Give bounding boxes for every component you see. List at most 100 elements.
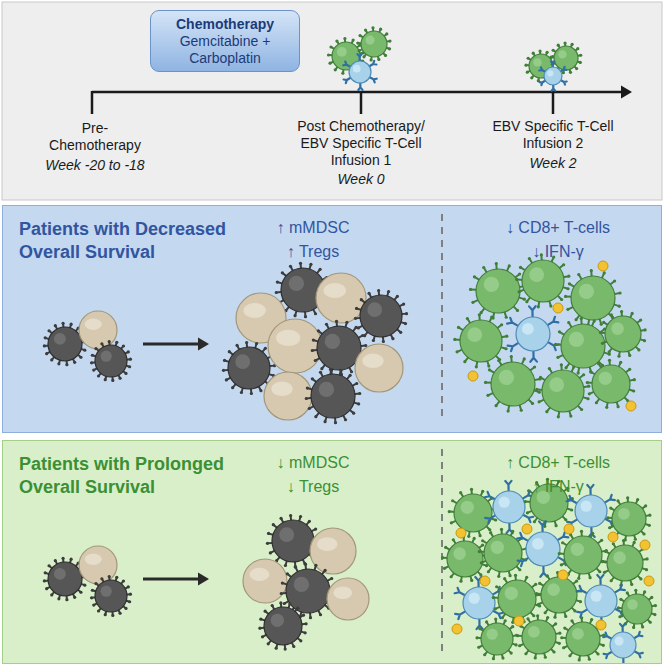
spike-tip [481,539,484,542]
spike-tip [79,591,82,594]
cell [453,313,508,368]
spike-tip [602,321,605,324]
antibody-receptor [577,586,587,594]
cell [507,306,559,362]
cell [316,273,366,323]
spike-tip [634,589,637,592]
spike-tip [44,571,47,574]
spike-tip [523,357,526,360]
spike-tip [514,574,517,577]
ifn-gamma-dot [626,401,636,411]
antibody-receptor [539,67,545,71]
spike-tip [269,551,272,554]
spike-tip [532,614,535,617]
spike-tip [488,368,491,371]
spike-tip [632,626,635,629]
spike-tip [505,316,508,319]
spike-tip [57,597,60,600]
cell-shine [276,330,300,346]
marker-change: ↓ Tregs [253,477,373,497]
cell [577,575,626,627]
spike-tip [580,317,583,320]
spike-tip [448,510,451,513]
cell [356,26,391,61]
cell [558,530,608,580]
spike-tip [302,614,305,617]
spike-tip [516,634,519,637]
spike-tip [469,288,472,291]
spike-tip [223,359,226,362]
timepoint-label: Post Chemotherapy/ EBV Specific T-Cell I… [286,118,436,168]
spike-tip [349,374,352,377]
cell [305,368,362,425]
mdsc-cell [48,327,82,361]
antibody-receptor [357,54,361,61]
cell [640,540,650,550]
spike-tip [478,627,481,630]
cell-shine [101,351,112,362]
timepoint-label: EBV Specific T-Cell Infusion 2 [491,118,615,152]
spike-tip [283,602,286,605]
spike-tip [616,499,619,502]
mdsc-cell [360,295,402,337]
marker-change: ↑ CD8+ T-cells [483,453,633,473]
spike-tip [122,344,125,347]
cd8-t-cell [361,31,387,57]
spike-tip [528,257,531,260]
spike-tip [328,62,331,65]
spike-tip [279,601,282,604]
spike-tip [388,47,391,50]
spike-tip [579,600,582,603]
spike-tip [65,363,68,366]
spike-tip [250,392,253,395]
spike-tip [385,32,388,35]
ifn-gamma-dot [596,620,606,630]
spike-tip [620,310,623,313]
spike-tip [566,287,569,290]
cell-shine [271,614,284,627]
spike-tip [475,636,478,639]
spike-tip [633,378,636,381]
spike-tip [589,576,592,579]
cell-shine [353,65,361,73]
spike-tip [650,596,653,599]
top-panel-background [2,2,662,200]
panel-heading: Patients with Prolonged Overall Survival [19,453,259,498]
spike-tip [61,557,64,560]
spike-tip [489,531,492,534]
spike-tip [560,363,563,366]
spike-tip [634,538,637,541]
spike-tip [537,603,540,606]
spike-tip [497,359,500,362]
spike-tip [589,370,592,373]
spike-tip [580,530,583,533]
week-label: Week -20 to -18 [20,157,170,174]
spike-tip [361,334,364,337]
spike-tip [352,412,355,415]
spike-tip [526,511,529,514]
antibody-receptor [485,515,495,523]
spike-tip [525,576,528,579]
spike-tip [530,76,533,79]
mdsc-cell [286,569,330,613]
spike-tip [576,371,579,374]
spike-tip [495,262,498,265]
spike-tip [355,326,358,329]
marker-change: ↑ mMDSC [253,218,373,238]
spike-tip [281,581,284,584]
antibody-receptor [634,632,642,638]
spike-tip [339,369,342,372]
spike-tip [481,543,484,546]
cell [79,311,117,349]
antibody-receptor [561,67,567,71]
spike-tip [535,388,538,391]
mdsc-cell [95,345,127,377]
spike-tip [539,376,542,379]
spike-tip [593,319,596,322]
spike-tip [100,577,103,580]
antibody-receptor [621,658,626,663]
treg-cell [268,319,322,373]
spike-tip [505,335,508,338]
spike-tip [305,397,308,400]
spike-tip [396,295,399,298]
